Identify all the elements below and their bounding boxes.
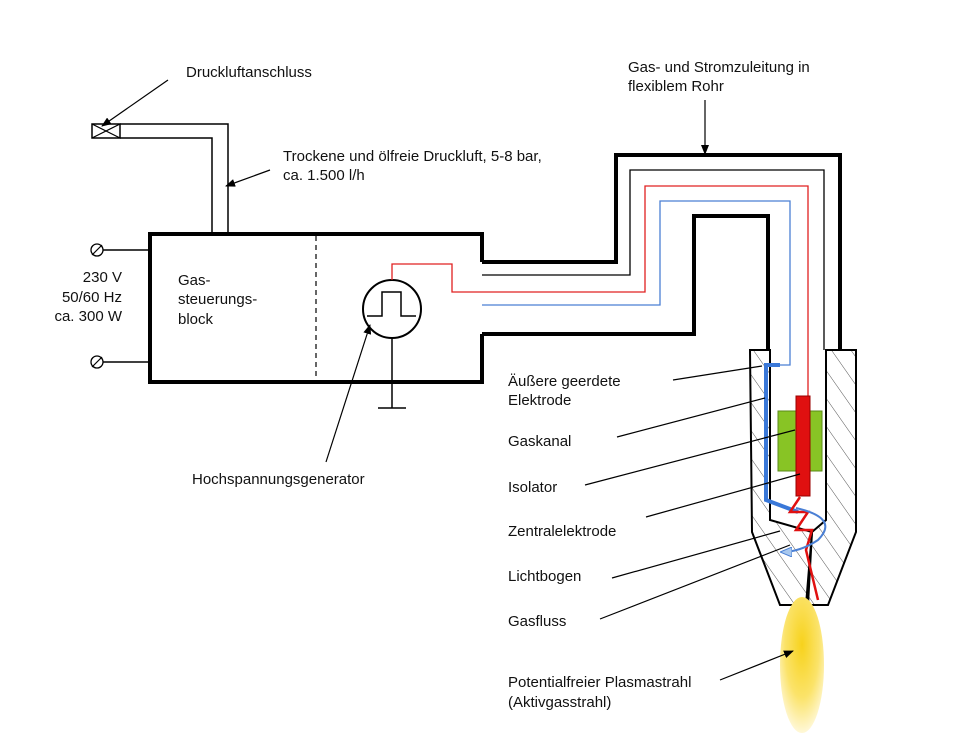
- torch-nozzle: [748, 349, 857, 733]
- red-wire: [482, 185, 809, 396]
- air-pipe-inner: [120, 137, 213, 234]
- label-hv-generator: Hochspannungsgenerator: [192, 471, 365, 488]
- air-pipe-outer: [120, 123, 229, 234]
- power-terminals: [90, 243, 152, 369]
- arc-zigzag: [787, 496, 820, 601]
- label-plasma-line1: Potentialfreier Plasmastrahl: [508, 674, 691, 691]
- plasma-jet: [780, 597, 824, 733]
- blue-wire: [482, 200, 791, 366]
- label-zentralelektrode: Zentralelektrode: [508, 523, 616, 540]
- flexible-pipe: [482, 153, 842, 396]
- compressed-air-inlet: [91, 123, 229, 234]
- label-power-voltage: 230 V: [83, 269, 122, 286]
- text-labels: Druckluftanschluss Trockene und ölfreie …: [54, 59, 809, 711]
- gas-flow-arrow: [782, 507, 827, 552]
- label-power-freq: 50/60 Hz: [62, 289, 122, 306]
- gas-control-block: [148, 232, 484, 384]
- hv-red-wire: [391, 263, 482, 293]
- label-druckluftanschluss: Druckluftanschluss: [186, 64, 312, 81]
- label-gasfluss: Gasfluss: [508, 613, 566, 630]
- hv-generator-symbol: [362, 263, 482, 409]
- label-isolator: Isolator: [508, 479, 557, 496]
- label-plasma-line2: (Aktivgasstrahl): [508, 694, 611, 711]
- label-block-line1: Gas-: [178, 272, 211, 289]
- label-druckluft-line2: ca. 1.500 l/h: [283, 167, 365, 184]
- label-druckluft-line1: Trockene und ölfreie Druckluft, 5-8 bar,: [283, 148, 542, 165]
- label-outer-electrode-line2: Elektrode: [508, 392, 571, 409]
- label-lichtbogen: Lichtbogen: [508, 568, 581, 585]
- pointer-arrows: [101, 79, 801, 681]
- outer-electrode: [764, 363, 799, 514]
- label-block-line2: steuerungs-: [178, 291, 257, 308]
- label-outer-electrode-line1: Äußere geerdete: [508, 373, 621, 390]
- label-power-watt: ca. 300 W: [54, 308, 122, 325]
- label-gaskanal: Gaskanal: [508, 433, 571, 450]
- label-block-line3: block: [178, 311, 214, 328]
- central-electrode: [795, 395, 811, 497]
- label-zuleitung-line2: flexiblem Rohr: [628, 78, 724, 95]
- nozzle-right-wall: [806, 349, 857, 606]
- label-zuleitung-line1: Gas- und Stromzuleitung in: [628, 59, 810, 76]
